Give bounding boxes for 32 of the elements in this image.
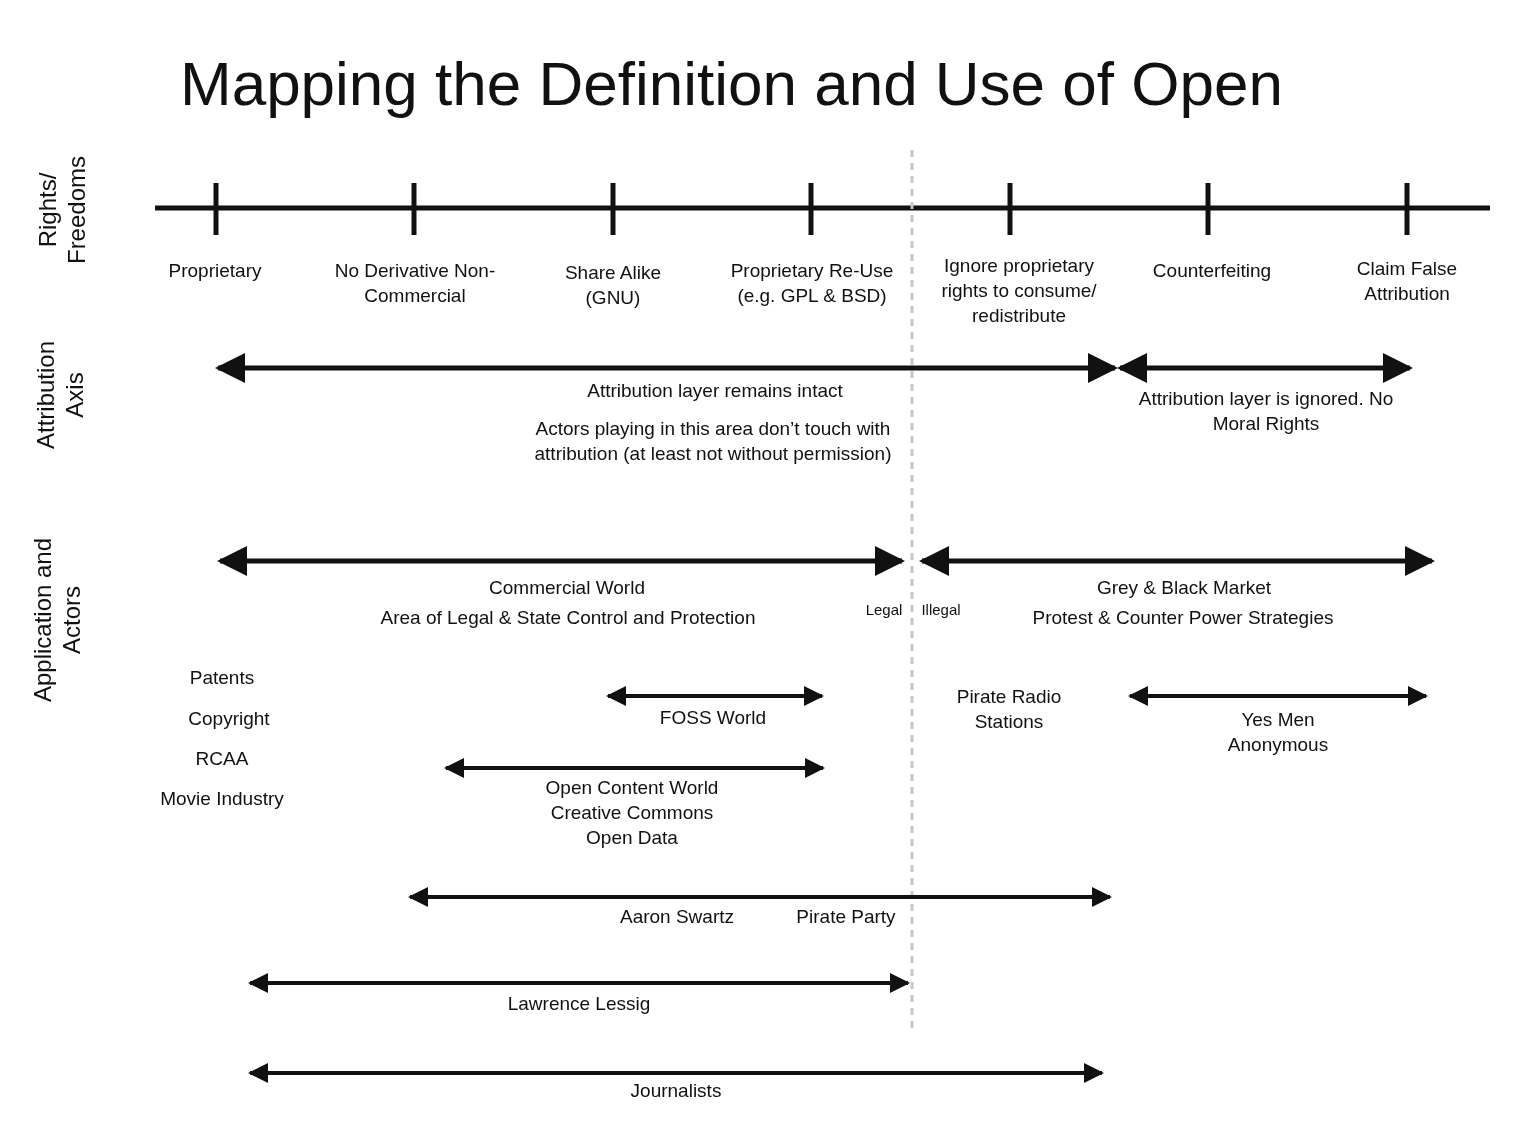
text-label: Lawrence Lessig (506, 992, 652, 1016)
text-label: Attribution layer is ignored. No Moral Rights (1137, 387, 1395, 436)
text-label: Share Alike (GNU) (563, 261, 663, 310)
text-label: Area of Legal & State Control and Protection (379, 606, 757, 630)
text-label: No Derivative Non-Commercial (333, 259, 497, 308)
text-label: Grey & Black Market (1095, 576, 1273, 600)
text-label: Movie Industry (159, 787, 285, 811)
text-label: RCAA (194, 747, 250, 771)
text-label: Proprietary (167, 259, 263, 283)
text-label: Journalists (629, 1079, 723, 1103)
text-label: Aaron Swartz (618, 905, 735, 929)
text-label: Commercial World (488, 576, 646, 600)
text-label: Protest & Counter Power Strategies (1031, 606, 1335, 630)
text-label: FOSS World (658, 706, 768, 730)
title: Mapping the Definition and Use of Open (180, 48, 1283, 119)
text-label: Pirate Party (795, 905, 897, 929)
text-label: Pirate Radio Stations (955, 685, 1063, 734)
zone-label: Legal (864, 600, 904, 620)
text-label: Ignore proprietary rights to consume/ redistribute (940, 254, 1098, 328)
text-label: Yes Men Anonymous (1226, 708, 1330, 757)
text-label: Proprietary Re-Use (e.g. GPL & BSD) (729, 259, 895, 308)
row-heading: Application and Actors (28, 536, 86, 705)
text-label: Actors playing in this area don’t touch with attribution (at least not without permission) (533, 417, 893, 466)
row-heading: Attribution Axis (31, 339, 89, 452)
text-label: Copyright (187, 707, 271, 731)
row-heading: Rights/ Freedoms (33, 155, 91, 267)
text-label: Patents (188, 666, 256, 690)
text-label: Open Content World Creative Commons Open Data (544, 776, 720, 850)
zone-label: Illegal (920, 600, 962, 620)
text-label: Counterfeiting (1151, 259, 1273, 283)
text-label: Attribution layer remains intact (586, 379, 844, 403)
text-label: Claim False Attribution (1355, 257, 1459, 306)
